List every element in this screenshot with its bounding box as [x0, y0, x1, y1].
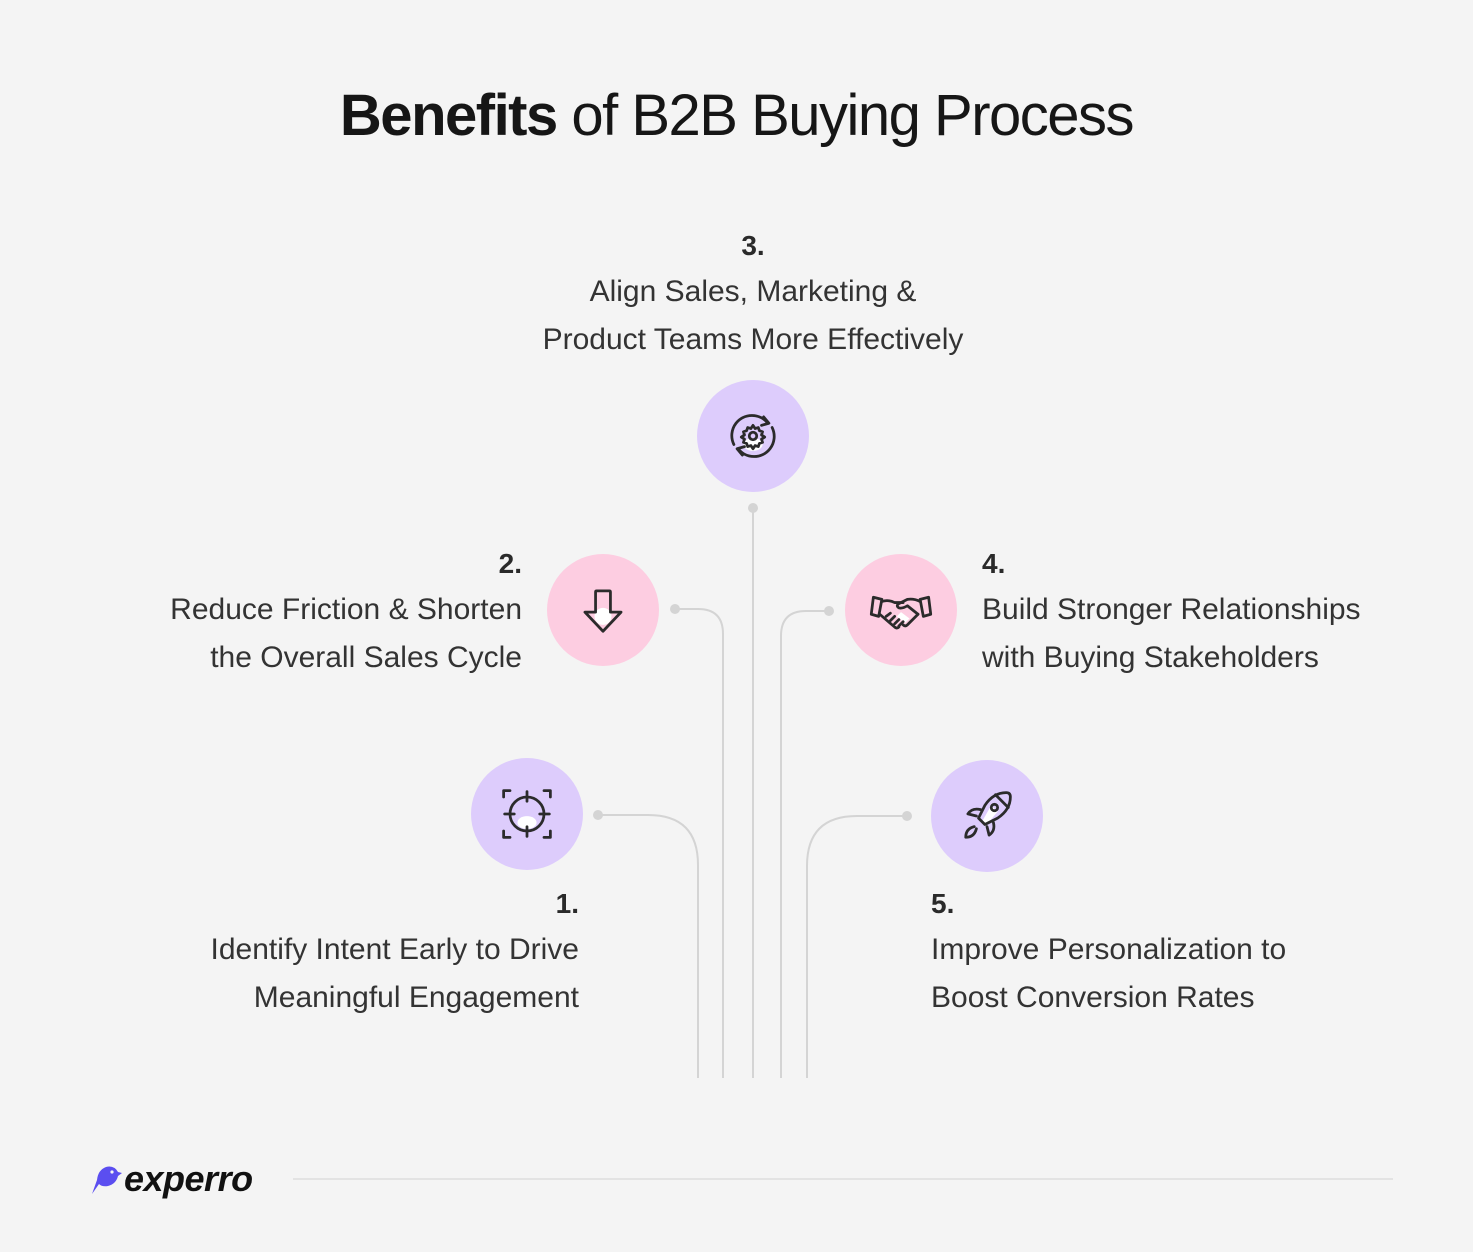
- benefit-text-line: with Buying Stakeholders: [982, 641, 1319, 674]
- connector-dot-1: [593, 810, 603, 820]
- rocket-icon: [964, 791, 1012, 839]
- connector-dot-3: [748, 503, 758, 513]
- connector-5: [806, 815, 907, 1078]
- handshake-icon: [869, 595, 933, 630]
- benefit-item-4: 4. Build Stronger Relationships with Buy…: [982, 542, 1422, 682]
- benefit-number: 1.: [555, 888, 579, 919]
- brand-wordmark: experro: [124, 1158, 253, 1199]
- arrow-down-icon: [583, 589, 623, 633]
- connector-1: [598, 814, 699, 1078]
- footer-divider: [293, 1178, 1393, 1180]
- gear-sync-icon: [730, 414, 776, 458]
- benefit-number: 3.: [741, 230, 765, 261]
- benefit-text-line: Reduce Friction & Shorten: [170, 593, 522, 626]
- connector-dot-2: [670, 604, 680, 614]
- benefit-item-2: 2. Reduce Friction & Shorten the Overall…: [100, 542, 522, 682]
- benefit-icon-circle-1: [471, 758, 583, 870]
- benefit-number: 5.: [931, 888, 955, 919]
- benefit-item-3: 3. Align Sales, Marketing & Product Team…: [453, 224, 1053, 364]
- benefit-text-line: the Overall Sales Cycle: [210, 641, 522, 674]
- benefit-icon-circle-5: [931, 760, 1043, 872]
- benefit-icon-circle-3: [697, 380, 809, 492]
- connector-dot-4: [824, 606, 834, 616]
- benefit-number: 4.: [982, 548, 1006, 579]
- title-bold: Benefits: [339, 83, 558, 148]
- benefit-icon-circle-2: [547, 554, 659, 666]
- connector-2: [675, 608, 724, 1078]
- benefit-text-line: Align Sales, Marketing &: [589, 275, 917, 308]
- benefit-item-1: 1. Identify Intent Early to Drive Meanin…: [120, 882, 580, 1022]
- page-title: Benefits of B2B Buying Process: [0, 82, 1473, 149]
- benefit-text-line: Boost Conversion Rates: [931, 981, 1255, 1014]
- benefit-text-line: Meaningful Engagement: [253, 981, 579, 1014]
- connector-dot-5: [902, 811, 912, 821]
- benefit-text-line: Identify Intent Early to Drive: [210, 933, 580, 966]
- title-normal: of B2B Buying Process: [556, 83, 1134, 148]
- benefit-text-line: Build Stronger Relationships: [982, 593, 1361, 626]
- connector-4: [780, 610, 829, 1078]
- target-crosshair-icon: [502, 789, 552, 839]
- experro-logo: experro: [88, 1158, 253, 1200]
- benefit-text-line: Product Teams More Effectively: [542, 323, 964, 356]
- benefit-text-line: Improve Personalization to: [931, 933, 1287, 966]
- benefit-icon-circle-4: [845, 554, 957, 666]
- benefit-item-5: 5. Improve Personalization to Boost Conv…: [931, 882, 1371, 1022]
- bird-logo-icon: [92, 1166, 122, 1194]
- benefit-number: 2.: [498, 548, 522, 579]
